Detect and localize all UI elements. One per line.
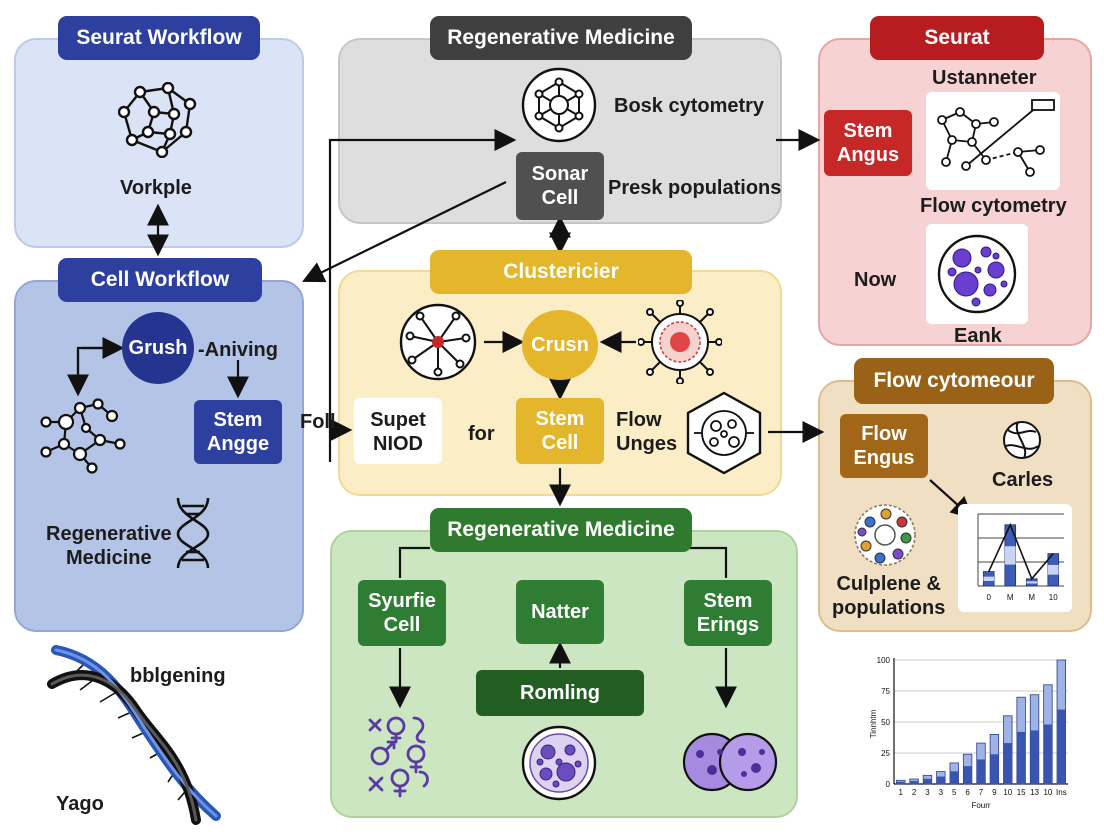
x-tick-label: 10: [1043, 788, 1052, 797]
x-tick-label: 10: [1003, 788, 1012, 797]
bar-segment: [1043, 724, 1053, 784]
x-tick-label: 6: [965, 788, 970, 797]
aniving-label: -Aniving: [198, 339, 278, 361]
supet-niod-card: [354, 398, 442, 464]
bar-segment: [923, 778, 932, 784]
supet-niod-label: Supet NIOD: [370, 409, 426, 455]
flow-title: Flow cytomeour: [854, 358, 1054, 404]
sonar-cell-box: Sonar Cell: [516, 152, 604, 220]
flow-engus-box: Flow Engus: [840, 414, 928, 478]
culplene-populations-label: Culplene & populations: [832, 573, 946, 619]
syurfie-cell-box: Syurfie Cell: [358, 580, 446, 646]
x-tick-label: 15: [1017, 788, 1026, 797]
chart-y-label: Tinnhtm: [869, 709, 878, 738]
bar-segment: [990, 754, 999, 784]
gender-symbols-icon: [368, 716, 429, 798]
regenerative-medicine-top-title: Regenerative Medicine: [430, 16, 692, 60]
cell-workflow-title: Cell Workflow: [58, 258, 262, 302]
bar-segment: [896, 781, 905, 784]
bar-segment: [976, 759, 986, 784]
bar-segment: [936, 776, 946, 784]
ustanneter-label: Ustanneter: [932, 67, 1037, 89]
cell-network-icon: [521, 67, 597, 143]
stem-angge-box: Stem Angge: [194, 400, 282, 464]
purple-cell-icon: [937, 234, 1017, 314]
x-tick-label: 3: [939, 788, 944, 797]
cell-cluster-icon: [854, 504, 916, 566]
network-graph-icon: [118, 82, 197, 158]
x-tick-label: 9: [992, 788, 997, 797]
presk-populations-label: Presk populations: [608, 177, 782, 199]
for-label: for: [468, 423, 495, 445]
small-x-tick: M: [1007, 593, 1014, 602]
y-tick-label: 50: [881, 718, 890, 727]
flow-mini-bar-chart: 0 M M 10: [977, 513, 1064, 602]
bar-segment: [1057, 709, 1066, 784]
x-tick-label: 5: [952, 788, 957, 797]
x-tick-label: 13: [1030, 788, 1039, 797]
bblgening-label: bblgening: [130, 665, 226, 687]
vorkple-label: Vorkple: [120, 177, 192, 199]
scatter-network-icon: [937, 99, 1055, 177]
x-tick-label: 2: [912, 788, 917, 797]
regenerative-medicine-caption: Regenerative Medicine: [46, 523, 172, 569]
y-tick-label: 75: [881, 687, 890, 696]
y-tick-label: 25: [881, 749, 890, 758]
stem-cell-box-yellow: Stem Cell: [516, 398, 604, 464]
dividing-cells-icon: [682, 732, 778, 792]
network-diagram-card: [926, 92, 1060, 190]
virus-cell-icon: [638, 300, 722, 384]
yago-label: Yago: [56, 793, 104, 815]
chart-x-label: Fourr: [971, 801, 990, 810]
clustering-title: Clustericier: [430, 250, 692, 294]
bosk-cytometry-label: Bosk cytometry: [614, 95, 765, 117]
flow-cytometry-label: Flow cytometry: [920, 195, 1067, 217]
seurat-workflow-title: Seurat Workflow: [58, 16, 260, 60]
small-bar-highlight: [1026, 581, 1038, 584]
bar-segment: [1003, 743, 1013, 784]
small-x-tick: M: [1028, 593, 1035, 602]
cell-culture-icon: [521, 725, 597, 801]
small-bar-highlight: [983, 576, 995, 581]
small-x-tick: 10: [1049, 593, 1058, 602]
small-bar-highlight: [1004, 546, 1016, 565]
crusn-node: Crusn: [522, 310, 598, 380]
dna-helix-icon: [47, 645, 221, 825]
hexagon-cell-icon: [686, 391, 762, 475]
small-bar-highlight: [1047, 564, 1059, 575]
radial-node-icon: [399, 303, 477, 381]
stem-angus-box: Stem Angus: [824, 110, 912, 176]
x-tick-label: 7: [979, 788, 984, 797]
dna-icon: [176, 497, 210, 569]
ball-icon: [1003, 421, 1041, 459]
molecule-graph-icon: [40, 398, 126, 474]
cell-image-card: [926, 224, 1028, 324]
eank-label: Eank: [954, 325, 1002, 347]
regenerative-medicine-bottom-title: Regenerative Medicine: [430, 508, 692, 552]
seurat-title: Seurat: [870, 16, 1044, 60]
x-tick-label: 3: [925, 788, 930, 797]
x-tick-label: Ins: [1056, 788, 1067, 797]
romling-box: Romling: [476, 670, 644, 716]
y-tick-label: 100: [877, 656, 891, 665]
flow-unges-label: Flow Unges: [616, 409, 678, 455]
bar-segment: [963, 766, 972, 784]
bar-segment: [1030, 730, 1039, 784]
now-label: Now: [854, 269, 897, 291]
natter-box: Natter: [516, 580, 604, 644]
foll-label: Foll: [300, 411, 336, 433]
stem-erings-box: Stem Erings: [684, 580, 772, 646]
bar-segment: [1016, 731, 1026, 784]
grush-node: Grush: [122, 312, 194, 384]
y-tick-label: 0: [886, 780, 891, 789]
small-x-tick: 0: [987, 593, 992, 602]
carles-label: Carles: [992, 469, 1054, 491]
bar-segment: [949, 771, 959, 784]
x-tick-label: 1: [898, 788, 903, 797]
bar-segment: [909, 781, 919, 784]
